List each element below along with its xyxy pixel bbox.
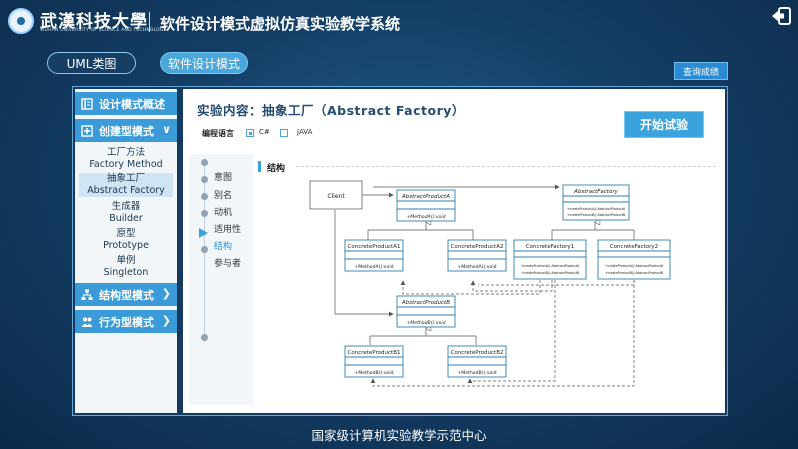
nav-dot [201, 246, 208, 253]
nav-item-structure[interactable]: 结构 [214, 242, 233, 252]
sidebar-subitem-singleton[interactable]: 单例 Singleton [103, 255, 149, 278]
chevron-right-icon: ❯ [161, 314, 171, 327]
uml-client: Client [327, 193, 345, 200]
uml-concrete-product-b2-method: +MethodB():void [457, 370, 496, 376]
uml-abstract-factory-method-b: +createProductB():AbstractProductB [567, 213, 625, 217]
uml-abstract-factory: AbstractFactory [573, 189, 618, 195]
uml-concrete-factory1-method-a: +createProductA():AbstractProductA [521, 264, 580, 268]
hierarchy-icon [81, 289, 93, 301]
sidebar-item-structural[interactable]: 结构型模式 ❯ [75, 283, 177, 306]
uml-class-diagram: Client AbstractProductA +MethodA():void … [309, 180, 671, 387]
sidebar-item-label: 结构型模式 [99, 288, 154, 302]
uml-concrete-factory1-method-b: +createProductB():AbstractProductB [521, 271, 579, 275]
uml-concrete-product-a2: ConcreteProductA2 [451, 244, 504, 250]
nav-dot [201, 176, 208, 183]
sidebar-item-behavioral[interactable]: 行为型模式 ❯ [75, 310, 177, 333]
app-header: 武漢科技大學 WUHAN UNIVERSITY OF SCIENCE AND T… [0, 0, 798, 46]
sidebar-item-overview[interactable]: 设计模式概述 [75, 92, 177, 115]
nav-active-arrow-icon [199, 228, 208, 238]
back-button[interactable] [770, 6, 792, 26]
university-logo [8, 8, 34, 34]
sidebar-item-label: 设计模式概述 [99, 97, 165, 111]
uml-concrete-product-a2-method: +MethodA():void [457, 264, 496, 270]
experiment-title: 实验内容：抽象工厂（Abstract Factory） [197, 103, 465, 118]
radio-csharp[interactable] [246, 129, 254, 137]
header-divider [149, 12, 150, 32]
sidebar-item-label: 行为型模式 [99, 315, 154, 329]
nav-dot [201, 210, 208, 217]
nav-dot [201, 334, 208, 341]
chevron-down-icon: ∨ [162, 123, 171, 136]
start-experiment-button[interactable]: 开始试验 [624, 111, 704, 138]
uml-concrete-factory2: ConcreteFactory2 [610, 244, 658, 250]
sidebar-item-label: 创建型模式 [99, 124, 154, 138]
uml-abstract-product-b-method: +MethodB():void [406, 320, 445, 326]
tab-uml-diagram[interactable]: UML类图 [47, 52, 136, 74]
section-title: 结构 [267, 164, 286, 174]
nav-item-applicability[interactable]: 适用性 [214, 225, 242, 235]
uml-abstract-product-a: AbstractProductA [401, 194, 450, 200]
uml-abstract-product-b: AbstractProductB [401, 300, 450, 306]
book-icon [81, 97, 93, 110]
uml-concrete-product-b1: ConcreteProductB1 [348, 350, 401, 356]
sidebar-subitem-abstract-factory[interactable]: 抽象工厂 Abstract Factory [79, 173, 173, 197]
uml-concrete-factory2-method-b: +createProductB():AbstractProductB [605, 271, 663, 275]
uml-abstract-factory-method-a: +createProductA():AbstractProductA [567, 207, 626, 211]
sidebar-subitem-builder[interactable]: 生成器 Builder [109, 201, 143, 224]
nav-item-motivation[interactable]: 动机 [214, 208, 233, 218]
nav-item-intent[interactable]: 意图 [214, 173, 233, 183]
radio-java[interactable] [280, 129, 288, 137]
university-name-en: WUHAN UNIVERSITY OF SCIENCE AND TECHNOLO… [40, 28, 167, 33]
sidebar-subitem-factory-method[interactable]: 工厂方法 Factory Method [89, 147, 163, 170]
nav-item-participants[interactable]: 参与者 [214, 259, 242, 269]
query-score-button[interactable]: 查询成绩 [674, 62, 728, 80]
radio-java-label: JAVA [297, 128, 313, 136]
university-name: 武漢科技大學 [40, 12, 148, 32]
uml-abstract-product-a-method: +MethodA():void [406, 214, 445, 220]
section-marker [258, 161, 261, 172]
uml-concrete-factory1: ConcreteFactory1 [526, 244, 574, 250]
uml-concrete-product-b2: ConcreteProductB2 [451, 350, 504, 356]
sidebar: 设计模式概述 创建型模式 ∨ 工厂方法 Factory Method 抽象工厂 … [75, 89, 177, 413]
content-panel: 实验内容：抽象工厂（Abstract Factory） 编程语言 C# JAVA… [183, 89, 725, 413]
uml-concrete-product-a1: ConcreteProductA1 [348, 244, 401, 250]
users-icon [81, 316, 93, 328]
exit-icon [772, 7, 791, 25]
chevron-right-icon: ❯ [161, 287, 171, 300]
plus-box-icon [81, 124, 93, 137]
nav-dot [201, 159, 208, 166]
uml-concrete-product-a1-method: +MethodA():void [354, 264, 393, 270]
radio-csharp-label: C# [259, 128, 270, 136]
section-divider [296, 166, 716, 167]
nav-item-alias[interactable]: 别名 [214, 191, 233, 201]
language-label: 编程语言 [202, 129, 234, 138]
sidebar-subitem-prototype[interactable]: 原型 Prototype [103, 228, 149, 251]
uml-concrete-factory2-method-a: +createProductA():AbstractProductA [605, 264, 664, 268]
footer-text: 国家级计算机实验教学示范中心 [311, 428, 487, 443]
system-title: 软件设计模式虚拟仿真实验教学系统 [160, 15, 401, 33]
tab-design-pattern[interactable]: 软件设计模式 [160, 52, 248, 74]
uml-concrete-product-b1-method: +MethodB():void [354, 370, 393, 376]
sidebar-item-creational[interactable]: 创建型模式 ∨ [75, 119, 177, 142]
nav-dot [201, 193, 208, 200]
section-nav: 意图 别名 动机 适用性 结构 参与者 [189, 154, 253, 405]
